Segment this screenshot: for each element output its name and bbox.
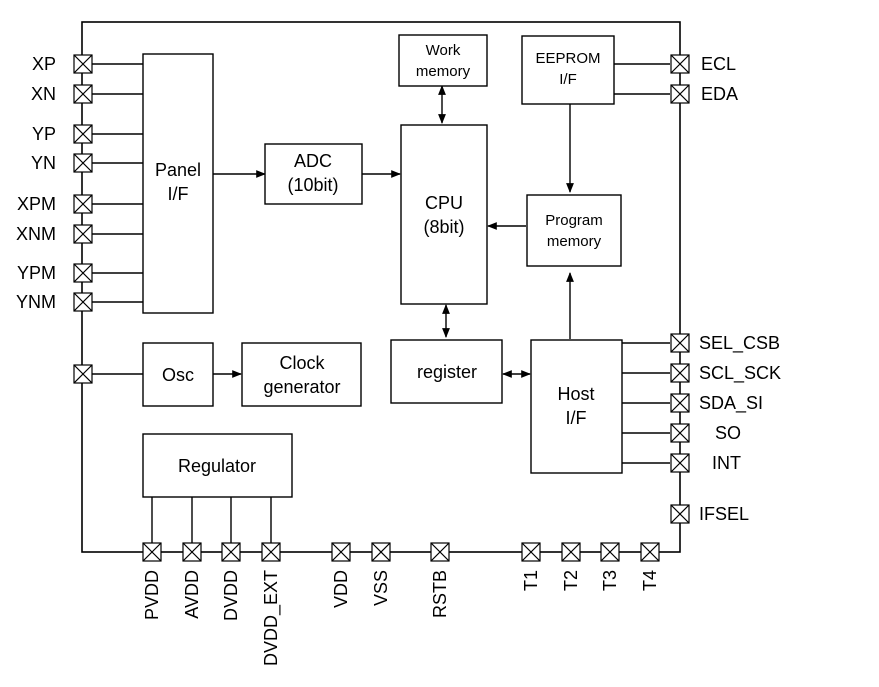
program-memory-label-1: Program — [545, 212, 603, 229]
host-if-block: Host I/F — [530, 339, 623, 474]
pin-dvdd-label: DVDD — [221, 570, 241, 621]
register-block: register — [390, 339, 503, 404]
pin-dvdd-ext-box — [261, 542, 281, 562]
regulator-block: Regulator — [142, 433, 293, 498]
pin-vss-label: VSS — [371, 570, 391, 606]
adc-block: ADC (10bit) — [264, 143, 363, 205]
pin-xnm-box — [73, 224, 93, 244]
pin-sel-csb-box — [670, 333, 690, 353]
program-memory-block: Program memory — [526, 194, 622, 267]
pin-avdd-label: AVDD — [182, 570, 202, 619]
pin-dvdd-ext-label: DVDD_EXT — [261, 570, 282, 666]
pin-so-label: SO — [715, 423, 741, 443]
work-memory-label-2: memory — [416, 63, 471, 80]
pin-vdd-label: VDD — [331, 570, 351, 608]
right-pins: ECL EDA SEL_CSB SCL_SCK SDA_SI SO INT IFSEL — [670, 54, 781, 524]
pin-t3-box — [600, 542, 620, 562]
adc-label-1: ADC — [294, 151, 332, 171]
pin-ecl-label: ECL — [701, 54, 736, 74]
osc-block: Osc — [142, 342, 214, 407]
clock-generator-label-1: Clock — [279, 353, 325, 373]
pin-xp-label: XP — [32, 54, 56, 74]
pin-vdd-box — [331, 542, 351, 562]
pin-ypm-box — [73, 263, 93, 283]
pin-yp-label: YP — [32, 124, 56, 144]
signal-arrows — [213, 85, 574, 378]
pin-ynm-label: YNM — [16, 292, 56, 312]
pin-scl-sck-box — [670, 363, 690, 383]
regulator-wires — [151, 497, 272, 543]
adc-label-2: (10bit) — [287, 175, 338, 195]
eeprom-if-label-1: EEPROM — [535, 50, 600, 67]
program-memory-label-2: memory — [547, 233, 602, 250]
bottom-pins: PVDD AVDD DVDD DVDD_EXT VDD VSS RSTB T1 T2 T3 T4 — [142, 542, 660, 666]
pin-eda-label: EDA — [701, 84, 738, 104]
left-pins: XP XN YP YN XPM XNM YPM YNM — [16, 54, 93, 312]
pin-int-box — [670, 453, 690, 473]
cpu-label-2: (8bit) — [423, 217, 464, 237]
pin-sda-si-box — [670, 393, 690, 413]
pin-xn-box — [73, 84, 93, 104]
panel-if-label-1: Panel — [155, 160, 201, 180]
pin-ifsel-box — [670, 504, 690, 524]
pin-t2-label: T2 — [561, 570, 581, 591]
pin-ecl-box — [670, 54, 690, 74]
regulator-label: Regulator — [178, 456, 256, 476]
pin-t4-label: T4 — [640, 570, 660, 591]
pin-xpm-box — [73, 194, 93, 214]
pin-xnm-label: XNM — [16, 224, 56, 244]
pin-t1-label: T1 — [521, 570, 541, 591]
pin-ynm-box — [73, 292, 93, 312]
pin-so-box — [670, 423, 690, 443]
work-memory-label-1: Work — [426, 42, 461, 59]
host-if-label-2: I/F — [566, 408, 587, 428]
pin-dvdd-box — [221, 542, 241, 562]
clock-generator-label-2: generator — [263, 377, 340, 397]
pin-vss-box — [371, 542, 391, 562]
pin-sel-csb-label: SEL_CSB — [699, 333, 780, 354]
cpu-block: CPU (8bit) — [400, 124, 488, 305]
osc-pin-box — [73, 364, 93, 384]
pin-xpm-label: XPM — [17, 194, 56, 214]
pin-rstb-box — [430, 542, 450, 562]
pin-xn-label: XN — [31, 84, 56, 104]
pin-yn-label: YN — [31, 153, 56, 173]
work-memory-block: Work memory — [398, 34, 488, 87]
clock-generator-block: Clock generator — [241, 342, 362, 407]
pin-pvdd-label: PVDD — [142, 570, 162, 620]
eeprom-if-label-2: I/F — [559, 71, 577, 88]
pin-t2-box — [561, 542, 581, 562]
panel-if-label-2: I/F — [168, 184, 189, 204]
pin-rstb-label: RSTB — [430, 570, 450, 618]
cpu-label-1: CPU — [425, 193, 463, 213]
pin-sda-si-label: SDA_SI — [699, 393, 763, 414]
pin-eda-box — [670, 84, 690, 104]
pin-t3-label: T3 — [600, 570, 620, 591]
pin-t4-box — [640, 542, 660, 562]
pin-avdd-box — [182, 542, 202, 562]
pin-ifsel-label: IFSEL — [699, 504, 749, 524]
pin-scl-sck-label: SCL_SCK — [699, 363, 781, 384]
pin-yp-box — [73, 124, 93, 144]
pin-pvdd-box — [142, 542, 162, 562]
pin-yn-box — [73, 153, 93, 173]
osc-label: Osc — [162, 365, 194, 385]
pin-t1-box — [521, 542, 541, 562]
register-label: register — [417, 362, 477, 382]
eeprom-if-block: EEPROM I/F — [521, 35, 615, 105]
panel-pin-wires — [92, 63, 143, 303]
pin-ypm-label: YPM — [17, 263, 56, 283]
misc-pins — [73, 364, 93, 384]
pin-int-label: INT — [712, 453, 741, 473]
panel-if-block: Panel I/F — [142, 53, 214, 314]
right-pin-wires — [614, 63, 670, 464]
pin-xp-box — [73, 54, 93, 74]
host-if-label-1: Host — [557, 384, 594, 404]
